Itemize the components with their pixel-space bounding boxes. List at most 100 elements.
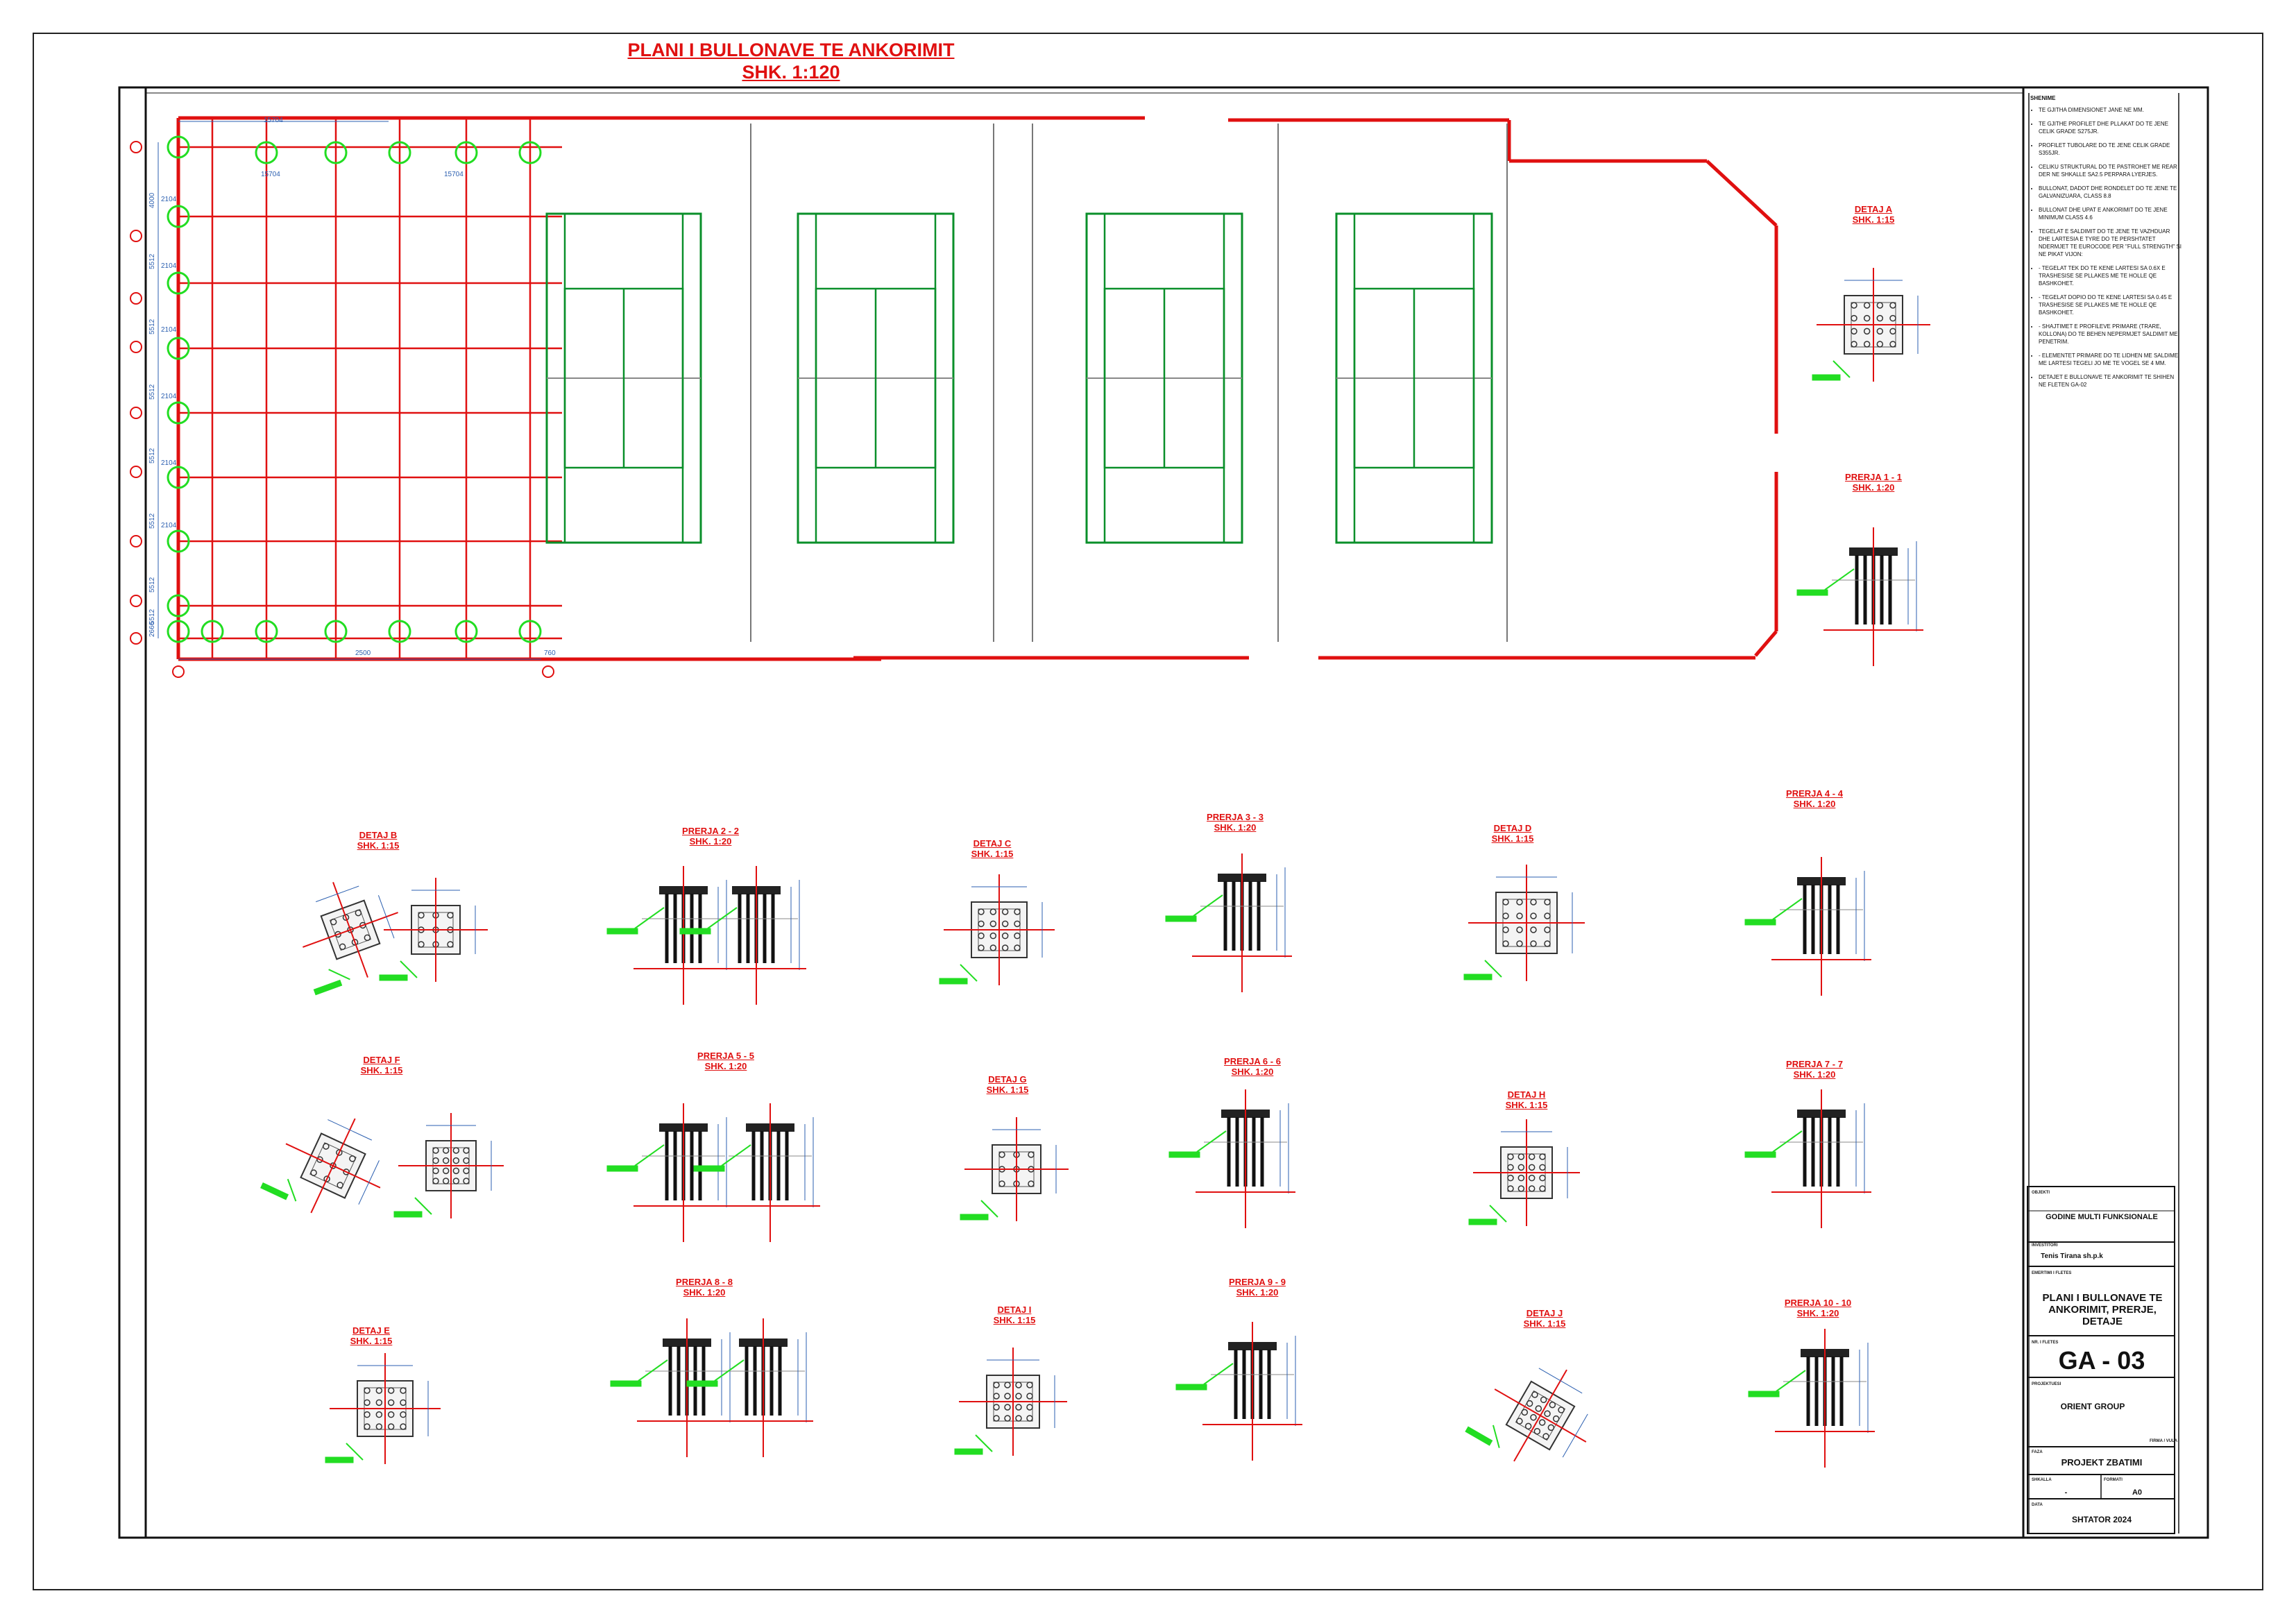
leader-line <box>638 1359 668 1382</box>
tag-label <box>1175 1384 1207 1391</box>
anchor-bolt <box>364 1399 371 1407</box>
detail-f-right <box>393 1113 504 1218</box>
anchor-bolt <box>1558 1407 1565 1413</box>
detail-a <box>1812 268 1930 382</box>
tag-label <box>325 1456 354 1463</box>
detail-i <box>954 1348 1067 1456</box>
anchor-bolt <box>447 941 454 948</box>
anchor-bolt <box>337 1182 343 1189</box>
anchor-bolt <box>1544 899 1551 906</box>
dimension-line <box>1538 1368 1583 1394</box>
detail-scale: SHK. 1:15 <box>1852 214 1895 225</box>
dimension-text: 5512 <box>148 577 156 593</box>
detail-name: PRERJA 3 - 3 <box>1207 812 1264 822</box>
detail-h <box>1468 1119 1580 1226</box>
anchor-bolt <box>432 1167 439 1175</box>
dimension-text: 5512 <box>148 318 156 334</box>
anchor-bolt <box>375 1423 383 1430</box>
leader-line <box>1484 960 1502 978</box>
detail-scale: SHK. 1:15 <box>986 1085 1029 1095</box>
section-5-5b <box>693 1103 820 1242</box>
leader-line <box>400 960 418 978</box>
tag-label <box>610 1380 642 1387</box>
tag-label <box>1465 1426 1493 1446</box>
investor-label: INVESTITORI <box>2032 1243 2058 1248</box>
anchor-bolt <box>1517 1164 1525 1171</box>
anchor-bolt <box>400 1399 407 1407</box>
tag-label <box>1744 1151 1776 1158</box>
phase-label: FAZA <box>2032 1450 2043 1454</box>
anchor-bolt <box>1544 912 1551 919</box>
anchor-bolt <box>349 1155 356 1162</box>
dimension-line <box>1562 1413 1588 1458</box>
anchor-bolt <box>998 1180 1005 1187</box>
detail-name: DETAJ D <box>1493 823 1532 833</box>
anchor-bolt <box>1015 1404 1022 1411</box>
section-3-3 <box>1165 853 1292 992</box>
leader-line <box>980 1200 998 1218</box>
anchor-bolt <box>1517 1185 1525 1192</box>
anchor-bolt <box>1530 1413 1537 1421</box>
grid-bubble <box>130 466 142 478</box>
section-8-8 <box>610 1318 737 1457</box>
designer-label: PROJEKTUESI <box>2032 1382 2061 1386</box>
designer-name: ORIENT GROUP <box>2060 1402 2125 1411</box>
scale-value: - <box>2064 1488 2068 1497</box>
anchor-marker <box>167 594 190 618</box>
outer-border <box>33 33 2263 1590</box>
dimension-text: 2104 <box>161 196 177 203</box>
axis-line <box>310 1118 356 1214</box>
project-phase: PROJEKT ZBATIMI <box>2061 1457 2143 1468</box>
detail-g <box>960 1117 1069 1221</box>
anchor-bolt <box>978 920 985 928</box>
section-4-4 <box>1744 857 1871 996</box>
anchor-bolt <box>1516 899 1523 906</box>
tag-label <box>960 1214 989 1221</box>
building-edge <box>1706 160 1778 227</box>
detail-scale: SHK. 1:20 <box>1793 799 1836 809</box>
scale-label: SHKALLA <box>2032 1478 2052 1482</box>
leader-line <box>414 1197 432 1215</box>
anchor-bolt <box>1863 341 1871 348</box>
grid-bubble <box>130 230 142 242</box>
anchor-marker <box>201 620 224 643</box>
anchor-bolt <box>1542 1433 1549 1440</box>
anchor-bolt <box>998 1151 1005 1158</box>
anchor-bolt <box>1014 920 1021 928</box>
anchor-bolt <box>447 912 454 919</box>
leader-line <box>721 1144 751 1166</box>
anchor-bolt <box>1851 302 1857 309</box>
title-block-lines <box>2027 1186 2175 1534</box>
anchor-bolt <box>375 1399 383 1407</box>
anchor-marker <box>167 337 190 360</box>
section-5-5 <box>606 1103 733 1242</box>
anchor-bolt <box>1028 1180 1035 1187</box>
notes-list: TE GJITHA DIMENSIONET JANE NE MM.TE GJIT… <box>2030 106 2182 389</box>
grid-bubble <box>130 141 142 153</box>
detail-name: DETAJ G <box>988 1074 1027 1085</box>
detail-name: DETAJ H <box>1507 1089 1546 1100</box>
anchor-bolt <box>993 1415 1000 1422</box>
tag-label <box>954 1448 983 1455</box>
anchor-bolt <box>1539 1164 1546 1171</box>
anchor-bolt <box>1544 926 1551 933</box>
title-block-border <box>2027 1186 2175 1534</box>
project-label: OBJEKTI <box>2032 1191 2050 1195</box>
anchor-bolt <box>978 908 985 915</box>
anchor-bolt <box>1516 940 1523 947</box>
tag-label <box>1744 919 1776 926</box>
anchor-bolt <box>1502 899 1509 906</box>
leader-line <box>1824 568 1855 590</box>
note-item: TEGELAT E SALDIMIT DO TE JENE TE VAZHDUA… <box>2039 228 2182 258</box>
detail-scale: SHK. 1:15 <box>993 1315 1036 1325</box>
anchor-bolt <box>1876 314 1884 322</box>
anchor-bolt <box>442 1178 450 1184</box>
